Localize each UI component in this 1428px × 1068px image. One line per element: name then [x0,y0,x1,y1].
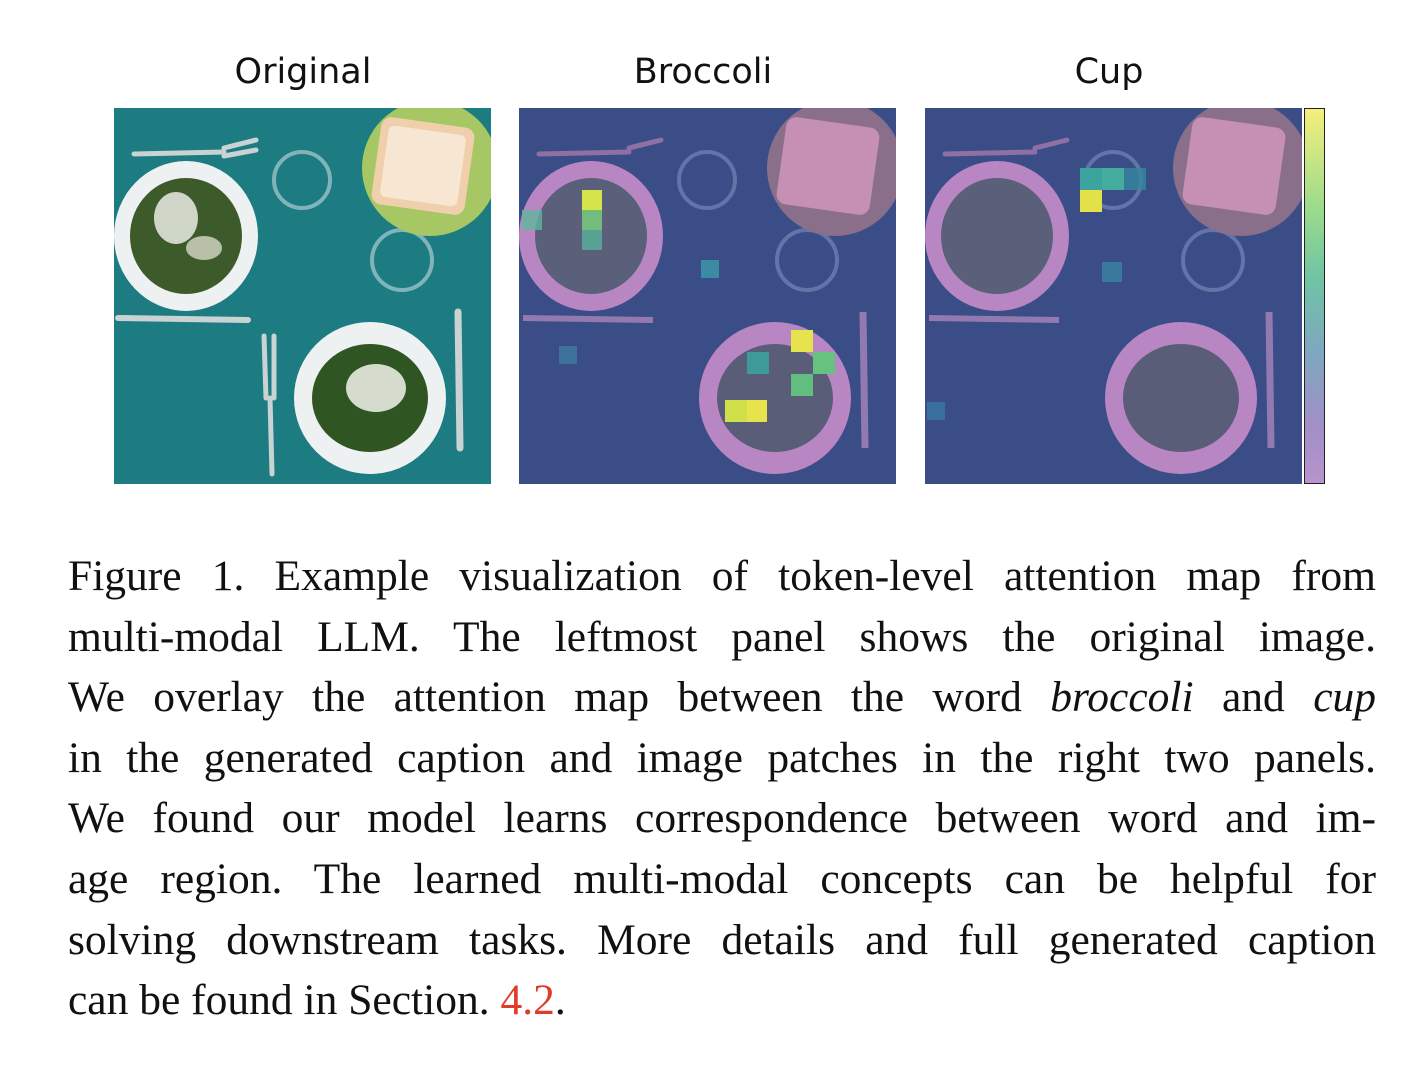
caption-text: . [554,976,566,1025]
caption-line: We found our model learns correspondence… [68,794,1376,843]
caption-line: age region. The learned multi-modal conc… [68,854,1376,903]
caption-text: We overlay the attention map between the… [68,673,1051,722]
cup-attention-panel [925,108,1302,484]
broccoli-attention-panel [519,108,896,484]
caption-italic-cup: cup [1313,673,1376,722]
caption-line: can be found in Section. 4.2. [68,970,1376,1031]
panel-title-original: Original [234,52,372,92]
attention-colorbar [1304,108,1325,484]
original-image-panel [114,108,491,484]
caption-text: and [1193,673,1314,722]
panel-title-broccoli: Broccoli [633,52,773,92]
caption-line: in the generated caption and image patch… [68,733,1376,782]
section-reference-link[interactable]: 4.2 [500,976,555,1025]
caption-line: Figure 1. Example visualization of token… [68,552,1376,600]
caption-line: We overlay the attention map between the… [68,667,1376,728]
caption-line: multi-modal LLM. The leftmost panel show… [68,612,1376,661]
caption-italic-broccoli: broccoli [1050,673,1194,722]
panel-title-cup: Cup [1074,52,1144,92]
figure-caption: Figure 1. Example visualization of token… [68,546,1376,1031]
caption-line: solving downstream tasks. More details a… [68,915,1376,964]
caption-text: can be found in Section. [68,976,501,1025]
